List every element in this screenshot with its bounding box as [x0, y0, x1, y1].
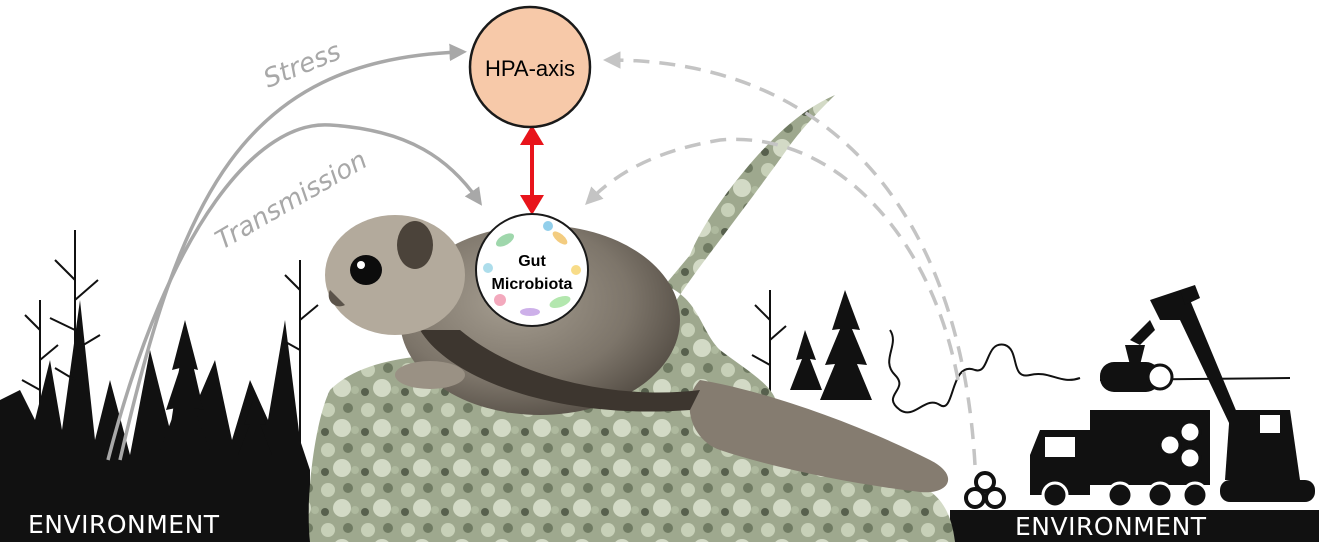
hpa-axis-node: HPA-axis: [470, 7, 590, 127]
environment-label-right: ENVIRONMENT: [1015, 512, 1207, 541]
gut-label-line1: Gut: [518, 253, 546, 270]
gut-microbiota-node: Gut Microbiota: [476, 214, 588, 326]
stress-label: Stress: [259, 37, 345, 95]
hpa-gut-double-arrow: [520, 125, 544, 215]
environment-label-left: ENVIRONMENT: [28, 510, 220, 539]
left-forest-silhouette: [0, 230, 318, 542]
hpa-axis-label: HPA-axis: [485, 56, 575, 81]
gut-label-line2: Microbiota: [492, 276, 573, 293]
